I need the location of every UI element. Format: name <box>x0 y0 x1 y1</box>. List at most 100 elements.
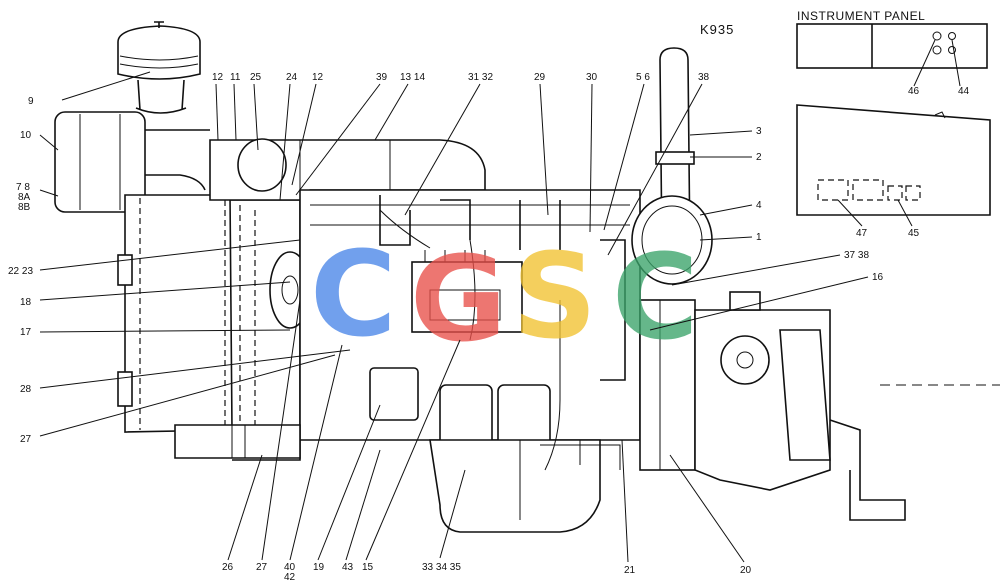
callout-label: 40 <box>284 562 296 573</box>
callout-label: 3 <box>756 126 762 137</box>
callout-label: 30 <box>586 72 598 83</box>
callout-leader-line <box>291 83 317 186</box>
callout-label: 33 34 35 <box>422 562 461 573</box>
instrument-panel-top <box>796 23 988 69</box>
callout-leader-line <box>227 454 263 561</box>
callout-label: 28 <box>20 384 32 395</box>
watermark-letter: G <box>410 230 507 368</box>
callout-label: 15 <box>362 562 374 573</box>
callout-leader-line <box>365 339 461 561</box>
callout-leader-line <box>589 83 593 233</box>
callout-label: 10 <box>20 130 32 141</box>
callout-leader-line <box>837 199 863 227</box>
callout-leader-line <box>621 439 629 563</box>
callout-leader-line <box>39 281 291 301</box>
lower-radiator-hose <box>174 424 301 459</box>
callout-label: 20 <box>740 565 752 576</box>
callout-leader-line <box>345 449 381 561</box>
callout-leader-line <box>39 134 59 151</box>
callout-label: 17 <box>20 327 32 338</box>
callout-leader-line <box>374 83 409 141</box>
callout-label: 26 <box>222 562 234 573</box>
callout-label: 9 <box>28 96 34 107</box>
air-cleaner-cap <box>117 25 201 80</box>
muffler <box>631 195 713 285</box>
callout-label: 25 <box>250 72 262 83</box>
callout-leader-line <box>404 83 481 216</box>
callout-label: 13 14 <box>400 72 425 83</box>
callout-label: 29 <box>534 72 546 83</box>
callout-label: 4 <box>756 200 762 211</box>
callout-leader-line <box>913 39 936 87</box>
callout-label: 27 <box>256 562 268 573</box>
radiator-mount-top <box>117 254 133 286</box>
callout-leader-line <box>649 276 869 331</box>
callout-label: 47 <box>856 228 868 239</box>
callout-leader-line <box>253 83 259 151</box>
callout-label: 38 <box>698 72 710 83</box>
callout-leader-line <box>699 236 753 241</box>
callout-leader-line <box>439 469 466 559</box>
pto-flange <box>720 335 770 385</box>
model-code: K935 <box>700 22 734 37</box>
callout-leader-line <box>289 344 343 561</box>
callout-label: 5 6 <box>636 72 650 83</box>
callout-label: 2 <box>756 152 762 163</box>
callout-label: 46 <box>908 86 920 97</box>
flywheel-housing <box>639 299 696 471</box>
wing-nut <box>154 21 164 28</box>
radiator-mount-bottom <box>117 371 133 407</box>
callout-label: 21 <box>624 565 636 576</box>
warning-light-icon <box>948 32 956 54</box>
callout-label: 11 <box>230 72 241 83</box>
callout-leader-line <box>607 83 703 256</box>
callout-leader-line <box>233 83 237 141</box>
callout-label: 12 <box>212 72 224 83</box>
callout-leader-line <box>215 83 219 141</box>
callout-label: 22 23 <box>8 266 33 277</box>
starter-motor <box>369 367 419 421</box>
watermark-letter: S <box>512 227 597 365</box>
callout-label: 16 <box>872 272 884 283</box>
callout-label: 12 <box>312 72 324 83</box>
callout-leader-line <box>295 83 381 196</box>
radiator <box>124 194 233 433</box>
callout-leaders <box>39 39 961 563</box>
callout-label: 8B <box>18 202 31 213</box>
callout-label: 42 <box>284 572 296 580</box>
gauge-icon <box>932 31 942 55</box>
callout-label: 39 <box>376 72 388 83</box>
callout-label: 8A <box>18 192 31 203</box>
callout-leader-line <box>39 329 291 333</box>
callout-leader-line <box>897 199 913 227</box>
callout-leader-line <box>39 349 351 389</box>
callout-leader-line <box>39 189 59 197</box>
callout-label: 1 <box>756 232 762 243</box>
callout-leader-line <box>951 39 961 87</box>
callout-leader-line <box>603 83 645 231</box>
callout-label: 44 <box>958 86 970 97</box>
air-cleaner-body <box>54 111 146 213</box>
callout-label: 37 38 <box>844 250 869 261</box>
callout-leader-line <box>669 454 745 563</box>
callout-leader-line <box>699 204 753 216</box>
intake-elbow <box>237 138 287 192</box>
instrument-panel-title: INSTRUMENT PANEL <box>797 9 925 23</box>
callout-label: 24 <box>286 72 298 83</box>
callout-label: 31 32 <box>468 72 493 83</box>
callout-leader-line <box>61 71 151 101</box>
callout-label: 27 <box>20 434 32 445</box>
callout-leader-line <box>39 239 301 271</box>
callout-label: 19 <box>313 562 325 573</box>
callout-leader-line <box>539 83 549 216</box>
watermark-letter: C <box>310 225 397 363</box>
callout-label: 18 <box>20 297 32 308</box>
callout-leader-line <box>261 299 301 561</box>
callout-label: 43 <box>342 562 354 573</box>
callout-label: 45 <box>908 228 920 239</box>
callout-leader-line <box>689 130 753 136</box>
callout-leader-line <box>39 354 336 437</box>
